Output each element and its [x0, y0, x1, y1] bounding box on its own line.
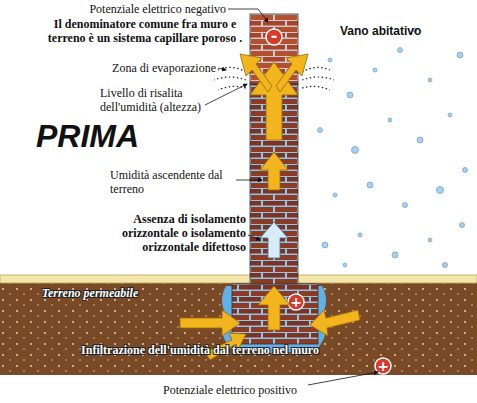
positive-symbol [288, 294, 304, 310]
positive-symbol [375, 358, 391, 374]
annotation: Zona di evaporazione [90, 61, 216, 75]
polarity-sign: + [288, 293, 304, 311]
annotation: Umidità ascendente dal terreno [110, 168, 235, 196]
polarity-sign: - [266, 27, 282, 45]
leader-lines [205, 9, 378, 385]
moisture-arrows [180, 54, 360, 360]
soil-label: Terreno permeabile [40, 286, 140, 300]
annotation: Assenza di isolamento orizzontale o isol… [90, 212, 246, 254]
room-label: Vano abitativo [340, 24, 421, 38]
floor-layer [0, 275, 477, 283]
diagram-title: PRIMA [36, 118, 139, 154]
annotation: Infiltrazione dell'umidità dal terreno n… [40, 343, 360, 357]
annotation: Potenziale elettrico negativo [60, 2, 226, 16]
rising-arrow [260, 222, 288, 258]
annotation: Potenziale elettrico positivo [150, 383, 310, 397]
note: Il denominatore comune fra muro e terren… [40, 17, 250, 45]
soil [0, 283, 477, 375]
moisture-bubbles [318, 28, 468, 268]
annotation: Livello di risalita dell'umidità (altezz… [100, 86, 215, 114]
polarity-sign: + [375, 357, 391, 375]
